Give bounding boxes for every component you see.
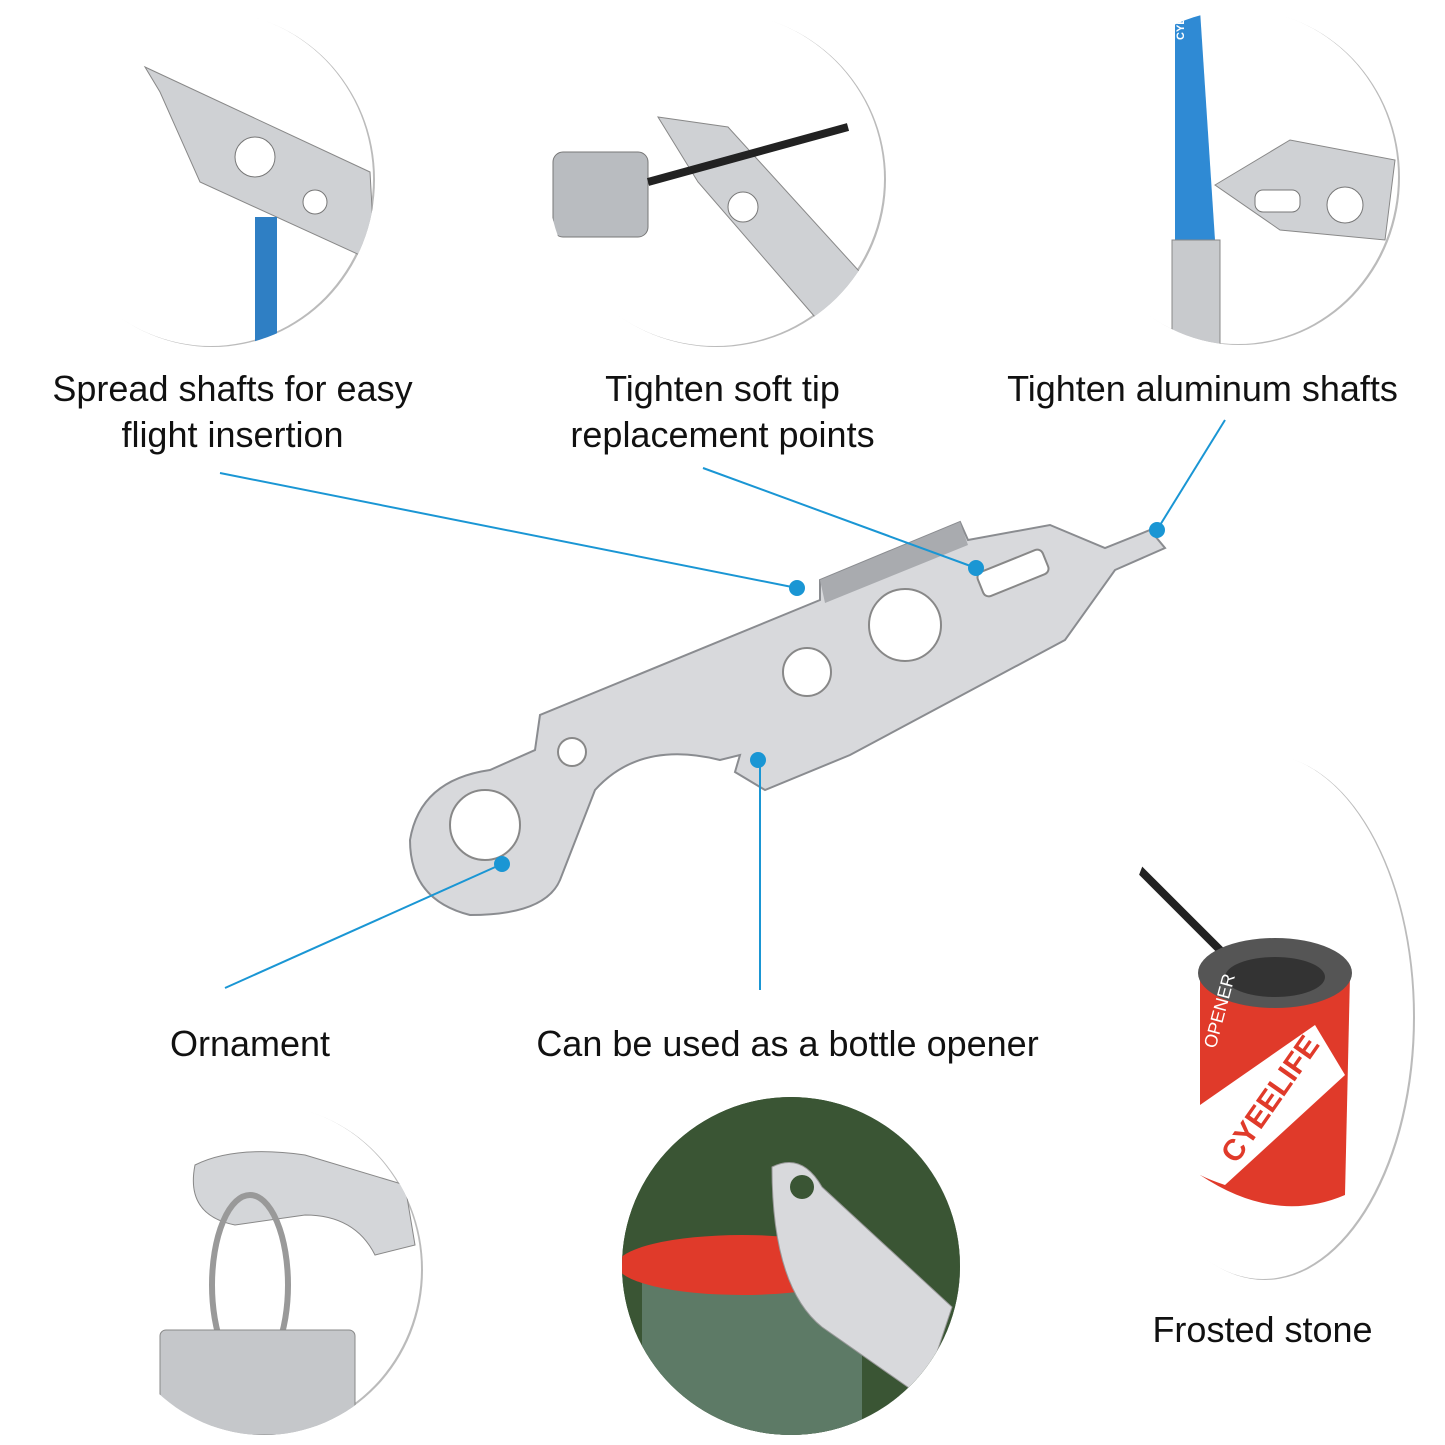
stone-illustration: [1117, 847, 1352, 1207]
spread-shafts-photo: [50, 12, 375, 347]
callout-line-spread: [219, 472, 798, 589]
label-line: Spread shafts for easy: [52, 368, 413, 409]
dart-tool: [408, 520, 1167, 917]
frosted-stone-photo: CYEELIFE OPENER: [1115, 755, 1415, 1280]
tool-with-shaft-illustration: [143, 65, 375, 347]
soft-tip-photo: [548, 12, 886, 347]
callout-dot-aluminum: [1149, 522, 1165, 538]
soft-tip-illustration: [552, 116, 879, 333]
label-tighten-tip: Tighten soft tip replacement points: [555, 366, 890, 458]
label-line: replacement points: [570, 414, 875, 455]
label-spread-shafts: Spread shafts for easy flight insertion: [40, 366, 425, 458]
callout-line-tip: [702, 467, 977, 569]
label-ornament: Ornament: [169, 1023, 331, 1064]
callout-dot-ornament: [494, 856, 510, 872]
aluminum-shaft-photo: CYEELIFE: [1080, 10, 1400, 345]
bottle-illustration: [622, 1097, 960, 1435]
callout-line-ornament: [224, 863, 503, 989]
label-line: Tighten soft tip: [605, 368, 840, 409]
keyring-photo: [105, 1105, 423, 1435]
label-tighten-aluminum: Tighten aluminum shafts: [1007, 368, 1398, 409]
callout-dot-spread: [789, 580, 805, 596]
callout-line-aluminum: [1156, 419, 1226, 531]
keyring-illustration: [159, 1151, 416, 1435]
aluminum-shaft-illustration: [1171, 10, 1396, 345]
brand-text: CYEELIFE: [1175, 10, 1187, 40]
label-bottle-opener: Can be used as a bottle opener: [536, 1023, 1039, 1064]
callout-dot-tip: [968, 560, 984, 576]
label-line: flight insertion: [121, 414, 344, 455]
callout-dot-bottle: [750, 752, 766, 768]
label-frosted-stone: Frosted stone: [1152, 1309, 1373, 1350]
bottle-opener-photo: [622, 1097, 960, 1435]
